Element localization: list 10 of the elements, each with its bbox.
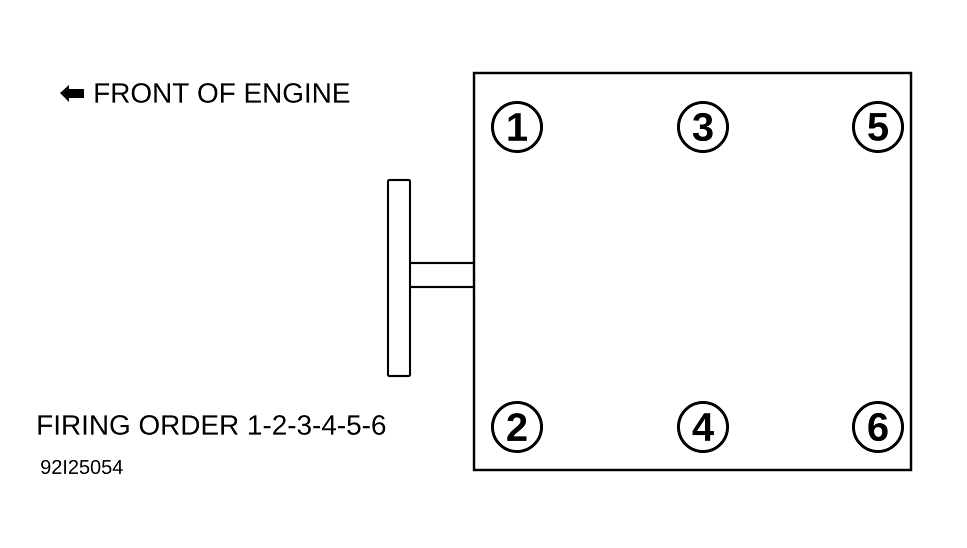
cylinder-number: 4 xyxy=(677,401,729,453)
label-text: FRONT OF ENGINE xyxy=(95,83,350,103)
cylinder-number: 1 xyxy=(491,101,543,153)
cylinder-number: 3 xyxy=(677,101,729,153)
label-text: 92I25054 xyxy=(41,460,123,474)
cylinder-number: 2 xyxy=(491,401,543,453)
label-text: FIRING ORDER 1-2-3-4-5-6 xyxy=(38,415,386,435)
cylinder-number: 5 xyxy=(852,101,904,153)
cylinder-number: 6 xyxy=(852,401,904,453)
engine-block xyxy=(472,72,912,472)
